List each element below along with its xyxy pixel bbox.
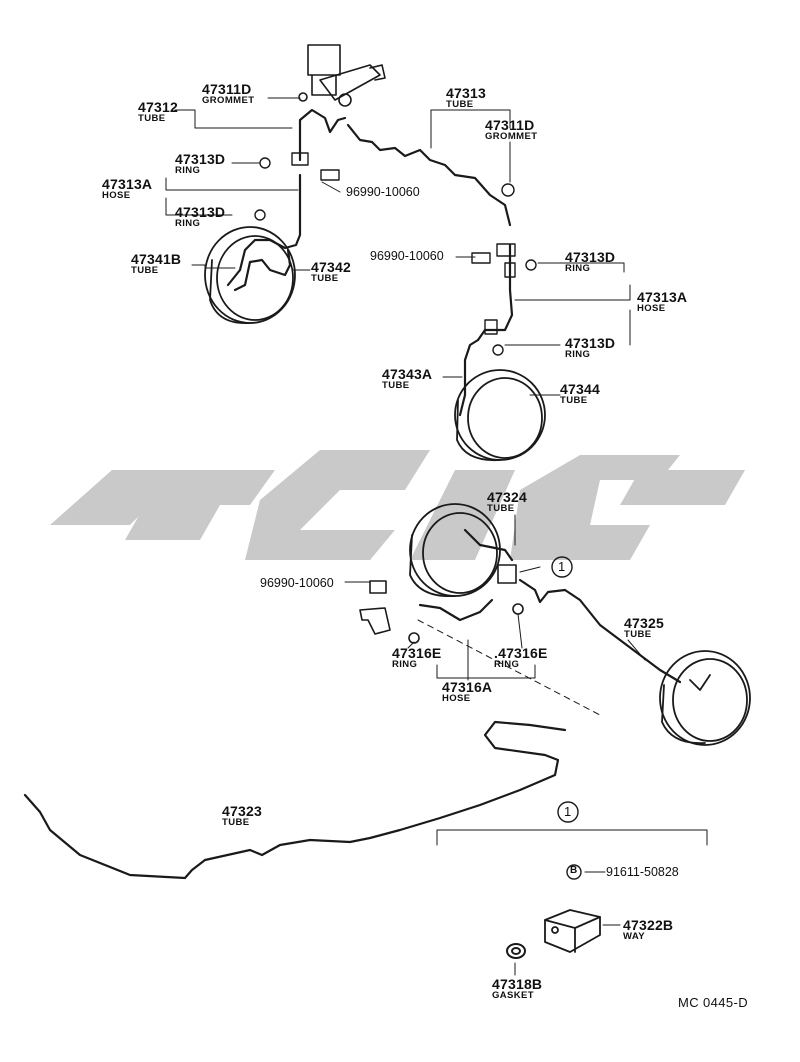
fittings xyxy=(254,152,537,356)
callout-47322b: 47322B WAY xyxy=(623,917,674,942)
callout-47342: 47342 TUBE xyxy=(311,259,351,284)
callout-47313a-left: 47313A HOSE xyxy=(102,176,153,201)
callout-47311d-top: 47311D GROMMET xyxy=(202,81,255,106)
rear-right-brake-drum xyxy=(659,650,751,746)
gasket-47318b xyxy=(506,943,526,959)
callout-96990-10060-a: 96990-10060 xyxy=(346,185,420,199)
callout-47316e-left: 47316E RING xyxy=(392,645,442,670)
group-marker-circles xyxy=(551,556,582,880)
callout-47313d-3: 47313D RING xyxy=(565,249,616,274)
way-block-47322b xyxy=(544,909,601,953)
callout-47313d-4: 47313D RING xyxy=(565,335,616,360)
b-marker: B xyxy=(570,865,578,876)
callout-47344: 47344 TUBE xyxy=(560,381,600,406)
callout-47313d-2: 47313D RING xyxy=(175,204,226,229)
callout-47316e-right: .47316E RING xyxy=(494,645,548,670)
rear-junction-block xyxy=(359,564,524,644)
leader-lines xyxy=(165,97,708,976)
rear-brake-lines xyxy=(23,528,682,880)
callout-96990-10060-c: 96990-10060 xyxy=(260,576,334,590)
group-marker-1-lower: 1 xyxy=(564,804,572,819)
callout-91611-50828: 91611-50828 xyxy=(606,865,679,879)
drawing-code: MC 0445-D xyxy=(678,995,749,1010)
callout-47323: 47323 TUBE xyxy=(222,803,262,828)
callout-47325: 47325 TUBE xyxy=(624,615,664,640)
callout-96990-10060-b: 96990-10060 xyxy=(370,249,444,263)
callout-47324: 47324 TUBE xyxy=(487,489,527,514)
front-brake-lines xyxy=(226,108,514,417)
callout-47312: 47312 TUBE xyxy=(138,99,178,124)
callout-47313d-1: 47313D RING xyxy=(175,151,226,176)
watermark-logo xyxy=(50,450,745,560)
callout-47341b: 47341B TUBE xyxy=(131,251,182,276)
group-marker-1-upper: 1 xyxy=(558,559,566,574)
front-left-brake-drum xyxy=(204,226,296,324)
master-cylinder xyxy=(298,44,386,107)
callout-47343a: 47343A TUBE xyxy=(382,366,433,391)
dashed-reference-line xyxy=(417,619,601,716)
front-right-brake-drum xyxy=(454,369,546,462)
callout-47316a: 47316A HOSE xyxy=(442,679,493,704)
callout-47318b: 47318B GASKET xyxy=(492,976,543,1001)
callout-47313-tube: 47313 TUBE xyxy=(446,85,486,110)
callout-47311d-right: 47311D GROMMET xyxy=(485,117,538,142)
callout-47313a-right: 47313A HOSE xyxy=(637,289,688,314)
